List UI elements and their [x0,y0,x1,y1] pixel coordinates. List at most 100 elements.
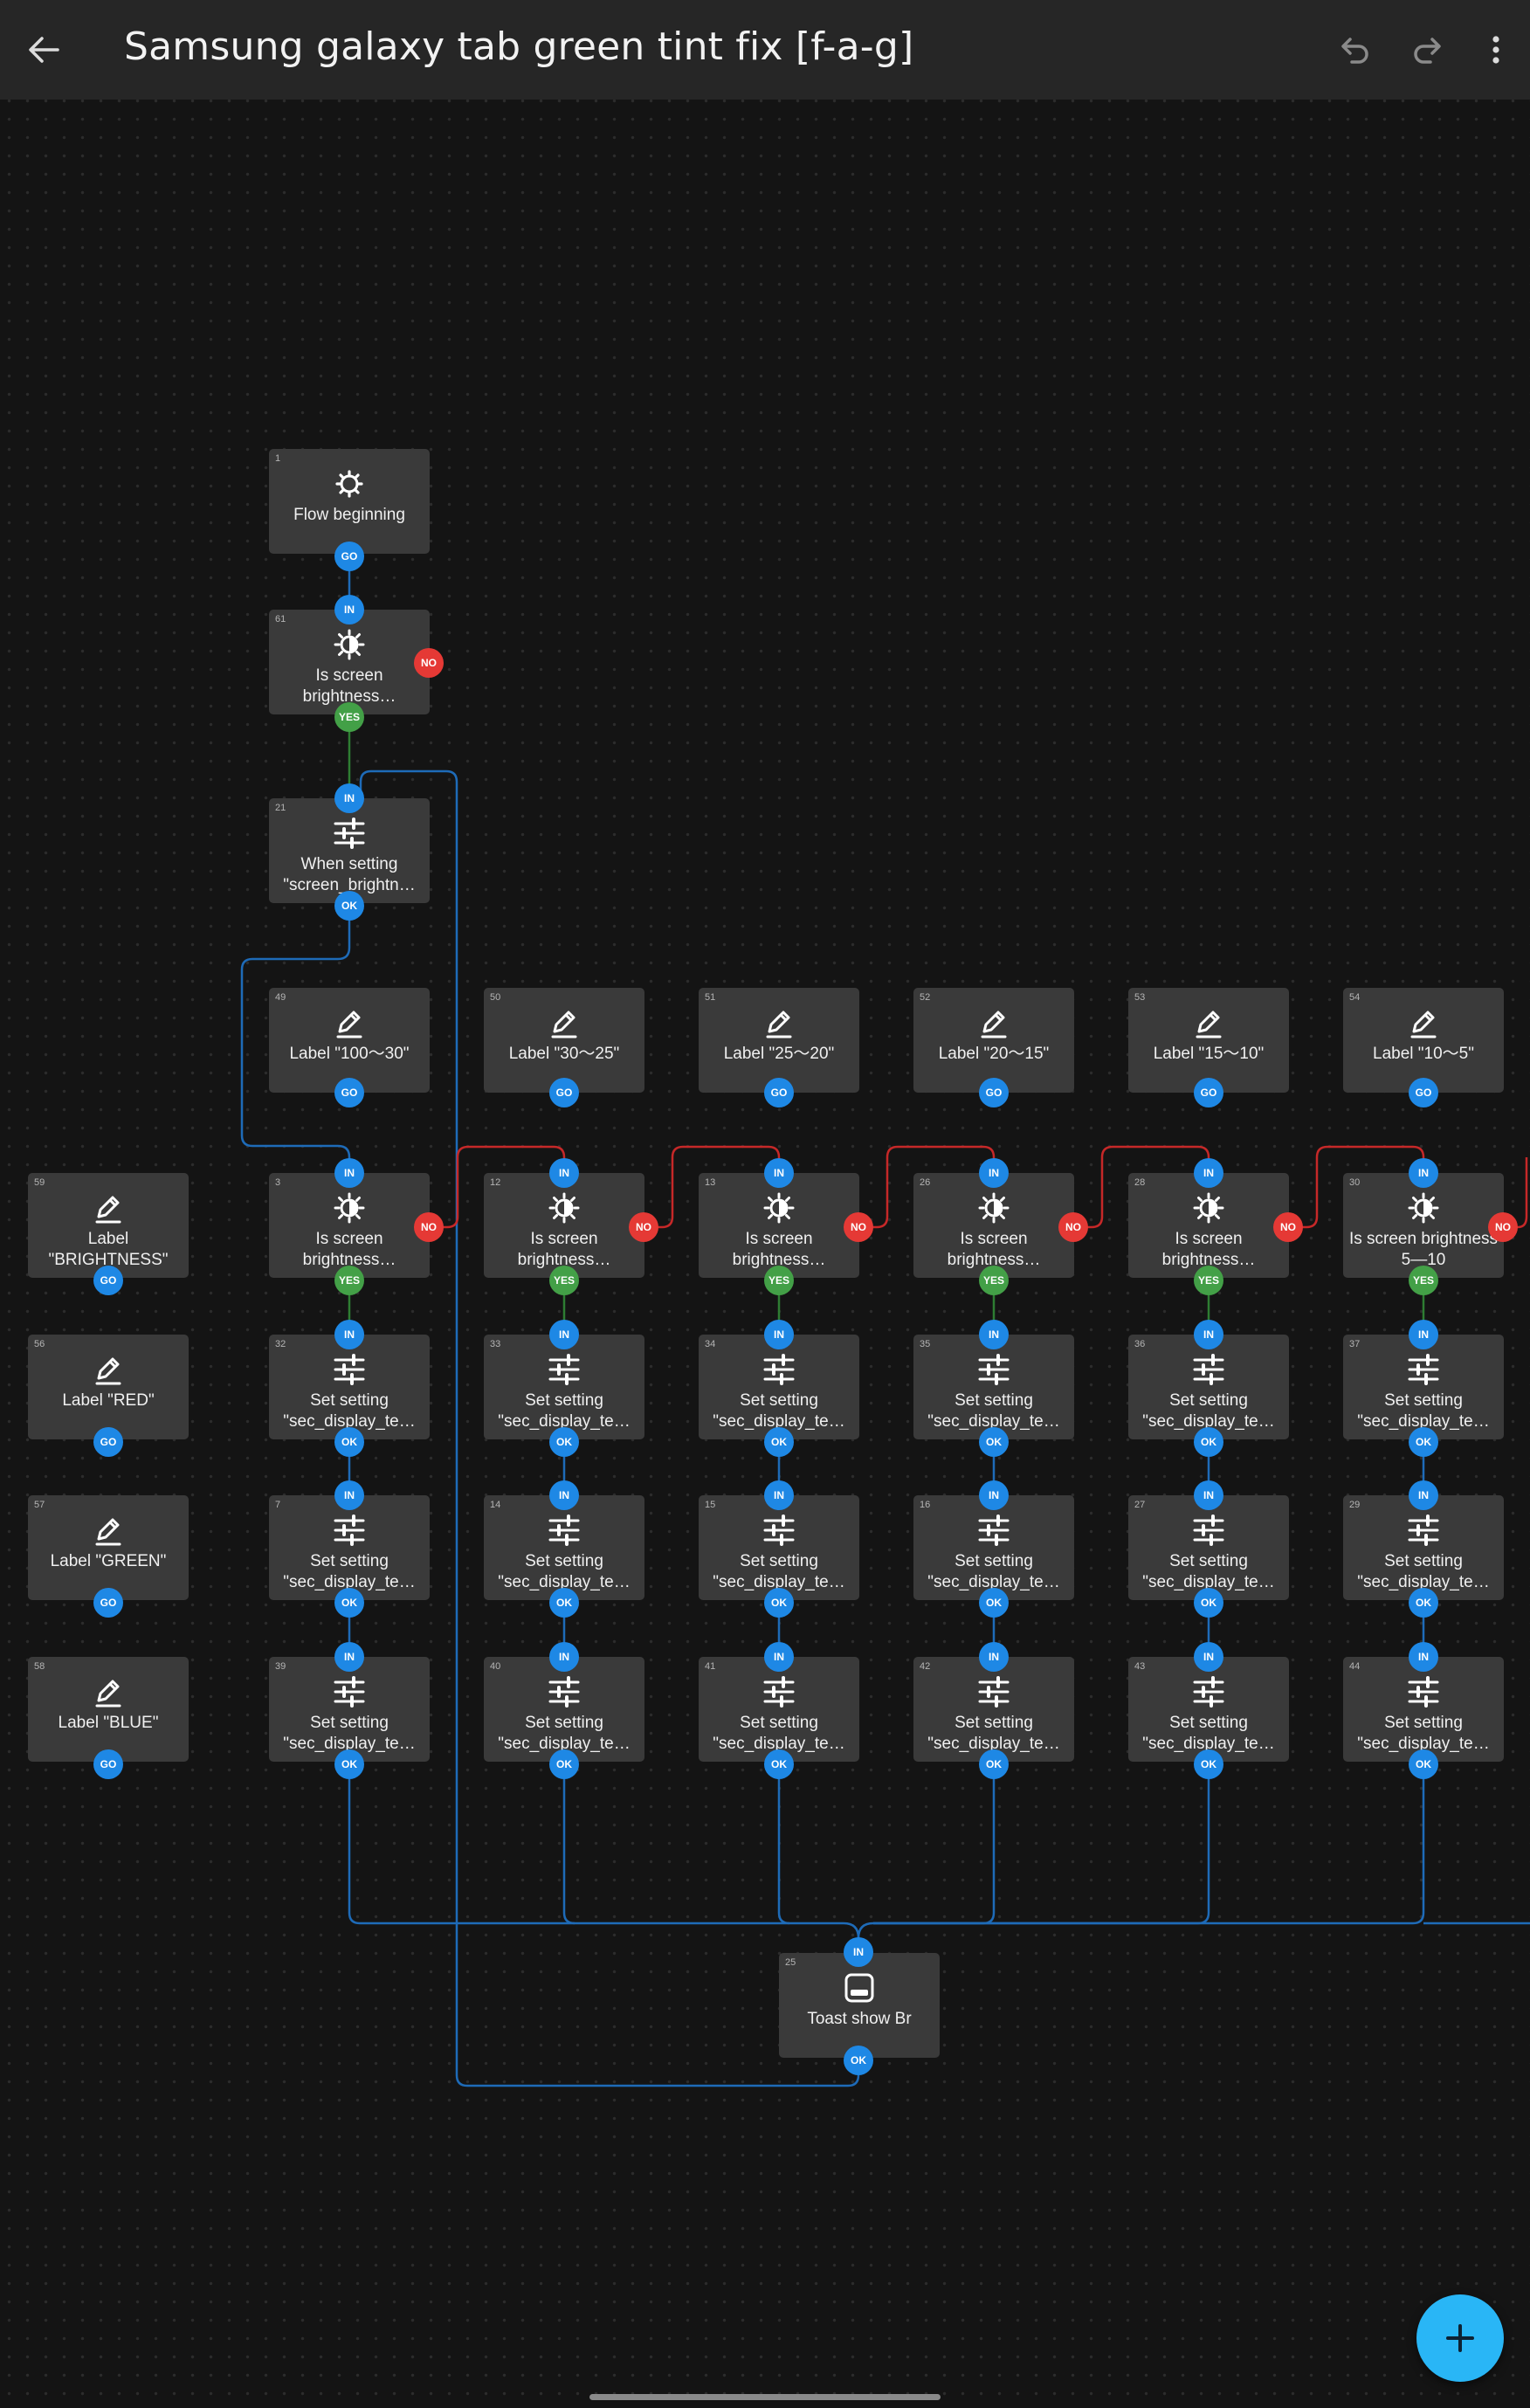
port-ok[interactable]: OK [979,1749,1009,1779]
port-ok[interactable]: OK [764,1749,794,1779]
port-yes[interactable]: YES [549,1266,579,1295]
port-yes[interactable]: YES [1194,1266,1223,1295]
port-go[interactable]: GO [93,1266,123,1295]
port-ok[interactable]: OK [1409,1749,1438,1779]
node-set-setting[interactable]: 35 Set setting "sec_display_te… [913,1335,1074,1439]
port-in[interactable]: IN [764,1320,794,1349]
node-label-20-15[interactable]: 52 Label "20～15" [913,988,1074,1093]
port-no[interactable]: NO [1273,1212,1303,1242]
port-in[interactable]: IN [764,1158,794,1188]
port-ok[interactable]: OK [979,1588,1009,1618]
port-in[interactable]: IN [549,1480,579,1510]
node-set-setting[interactable]: 27 Set setting "sec_display_te… [1128,1495,1289,1600]
node-set-setting[interactable]: 42 Set setting "sec_display_te… [913,1657,1074,1762]
node-condition-brightness[interactable]: 12 Is screen brightness… [484,1173,644,1278]
add-node-button[interactable] [1416,2294,1504,2382]
port-yes[interactable]: YES [1409,1266,1438,1295]
port-in[interactable]: IN [1194,1480,1223,1510]
port-in[interactable]: IN [979,1320,1009,1349]
port-go[interactable]: GO [1194,1078,1223,1107]
port-go[interactable]: GO [979,1078,1009,1107]
port-in[interactable]: IN [1409,1480,1438,1510]
redo-icon[interactable] [1408,29,1450,71]
port-go[interactable]: GO [549,1078,579,1107]
arrow-back-icon[interactable] [23,29,65,71]
node-condition-brightness[interactable]: 3 Is screen brightness… [269,1173,430,1278]
port-in[interactable]: IN [844,1937,873,1967]
port-ok[interactable]: OK [549,1588,579,1618]
port-in[interactable]: IN [334,1480,364,1510]
port-ok[interactable]: OK [334,891,364,921]
node-label-10-5[interactable]: 54 Label "10～5" [1343,988,1504,1093]
port-ok[interactable]: OK [979,1427,1009,1457]
port-in[interactable]: IN [1409,1642,1438,1672]
port-no[interactable]: NO [844,1212,873,1242]
port-ok[interactable]: OK [1194,1588,1223,1618]
node-condition-brightness[interactable]: 30 Is screen brightness 5—10 [1343,1173,1504,1278]
node-when-setting[interactable]: 21 When setting "screen_brightn… [269,798,430,903]
port-ok[interactable]: OK [764,1588,794,1618]
port-yes[interactable]: YES [979,1266,1009,1295]
port-ok[interactable]: OK [334,1427,364,1457]
node-set-setting[interactable]: 15 Set setting "sec_display_te… [699,1495,859,1600]
node-set-setting[interactable]: 36 Set setting "sec_display_te… [1128,1335,1289,1439]
node-set-setting[interactable]: 43 Set setting "sec_display_te… [1128,1657,1289,1762]
port-ok[interactable]: OK [844,2046,873,2075]
port-yes[interactable]: YES [334,702,364,732]
node-set-setting[interactable]: 29 Set setting "sec_display_te… [1343,1495,1504,1600]
node-set-setting[interactable]: 14 Set setting "sec_display_te… [484,1495,644,1600]
node-toast[interactable]: 25 Toast show Br [779,1953,940,2058]
port-no[interactable]: NO [1488,1212,1518,1242]
node-set-setting[interactable]: 41 Set setting "sec_display_te… [699,1657,859,1762]
port-in[interactable]: IN [334,783,364,813]
node-condition-brightness[interactable]: 28 Is screen brightness… [1128,1173,1289,1278]
node-set-setting[interactable]: 32 Set setting "sec_display_te… [269,1335,430,1439]
node-set-setting[interactable]: 7 Set setting "sec_display_te… [269,1495,430,1600]
port-in[interactable]: IN [549,1642,579,1672]
port-ok[interactable]: OK [334,1749,364,1779]
port-in[interactable]: IN [334,595,364,624]
port-ok[interactable]: OK [1194,1427,1223,1457]
port-in[interactable]: IN [334,1642,364,1672]
port-in[interactable]: IN [764,1480,794,1510]
port-go[interactable]: GO [1409,1078,1438,1107]
port-in[interactable]: IN [1194,1642,1223,1672]
port-in[interactable]: IN [334,1320,364,1349]
node-set-setting[interactable]: 16 Set setting "sec_display_te… [913,1495,1074,1600]
node-label-25-20[interactable]: 51 Label "25～20" [699,988,859,1093]
port-ok[interactable]: OK [549,1427,579,1457]
undo-icon[interactable] [1333,29,1375,71]
node-condition-brightness[interactable]: 13 Is screen brightness… [699,1173,859,1278]
port-in[interactable]: IN [549,1320,579,1349]
port-go[interactable]: GO [93,1588,123,1618]
node-flow-beginning[interactable]: 1 Flow beginning [269,449,430,554]
port-no[interactable]: NO [414,1212,444,1242]
node-label-100-30[interactable]: 49 Label "100～30" [269,988,430,1093]
port-ok[interactable]: OK [549,1749,579,1779]
port-in[interactable]: IN [1409,1158,1438,1188]
node-label-green[interactable]: 57 Label "GREEN" [28,1495,189,1600]
node-set-setting[interactable]: 44 Set setting "sec_display_te… [1343,1657,1504,1762]
port-ok[interactable]: OK [764,1427,794,1457]
port-yes[interactable]: YES [764,1266,794,1295]
port-in[interactable]: IN [979,1158,1009,1188]
node-set-setting[interactable]: 34 Set setting "sec_display_te… [699,1335,859,1439]
node-condition-brightness[interactable]: 61 Is screen brightness… [269,610,430,714]
port-no[interactable]: NO [629,1212,658,1242]
node-label-15-10[interactable]: 53 Label "15～10" [1128,988,1289,1093]
node-set-setting[interactable]: 40 Set setting "sec_display_te… [484,1657,644,1762]
port-no[interactable]: NO [1058,1212,1088,1242]
port-no[interactable]: NO [414,648,444,678]
port-go[interactable]: GO [334,542,364,571]
port-yes[interactable]: YES [334,1266,364,1295]
node-condition-brightness[interactable]: 26 Is screen brightness… [913,1173,1074,1278]
port-go[interactable]: GO [93,1427,123,1457]
port-in[interactable]: IN [979,1480,1009,1510]
port-ok[interactable]: OK [1194,1749,1223,1779]
port-go[interactable]: GO [334,1078,364,1107]
port-in[interactable]: IN [1409,1320,1438,1349]
node-set-setting[interactable]: 37 Set setting "sec_display_te… [1343,1335,1504,1439]
port-in[interactable]: IN [1194,1320,1223,1349]
port-ok[interactable]: OK [1409,1588,1438,1618]
port-ok[interactable]: OK [334,1588,364,1618]
